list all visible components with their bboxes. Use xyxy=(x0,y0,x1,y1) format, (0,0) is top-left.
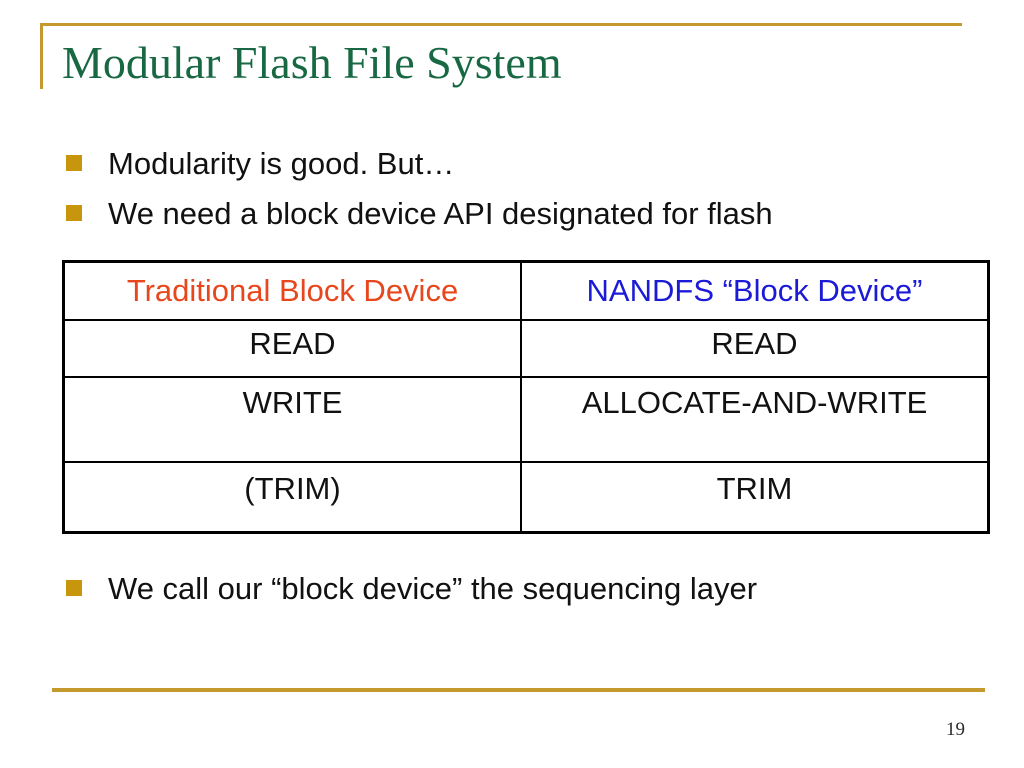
table-cell: READ xyxy=(520,319,990,378)
table-header-traditional: Traditional Block Device xyxy=(62,260,522,321)
square-bullet-icon xyxy=(66,205,82,221)
table-row: WRITE ALLOCATE-AND-WRITE xyxy=(62,376,990,463)
table-header-row: Traditional Block Device NANDFS “Block D… xyxy=(62,260,990,321)
slide-title: Modular Flash File System xyxy=(62,37,562,88)
square-bullet-icon xyxy=(66,580,82,596)
table-cell: READ xyxy=(62,319,522,378)
top-bullet-list: Modularity is good. But… We need a block… xyxy=(66,144,976,244)
bullet-text: Modularity is good. But… xyxy=(108,146,455,181)
page-number: 19 xyxy=(946,719,965,740)
block-device-comparison-table: Traditional Block Device NANDFS “Block D… xyxy=(62,260,990,534)
table-cell: (TRIM) xyxy=(62,461,522,534)
bullet-text: We need a block device API designated fo… xyxy=(108,196,773,231)
list-item: Modularity is good. But… xyxy=(66,144,976,183)
table-header-nandfs: NANDFS “Block Device” xyxy=(520,260,990,321)
bottom-bullet-list: We call our “block device” the sequencin… xyxy=(66,569,976,619)
bullet-text: We call our “block device” the sequencin… xyxy=(108,571,758,606)
square-bullet-icon xyxy=(66,155,82,171)
list-item: We need a block device API designated fo… xyxy=(66,194,976,233)
title-accent-vertical-line xyxy=(40,23,43,89)
table-cell: TRIM xyxy=(520,461,990,534)
footer-accent-line xyxy=(52,688,985,692)
top-accent-line xyxy=(42,23,962,26)
list-item: We call our “block device” the sequencin… xyxy=(66,569,976,608)
table-cell: WRITE xyxy=(62,376,522,463)
table-row: (TRIM) TRIM xyxy=(62,461,990,534)
table-row: READ READ xyxy=(62,319,990,378)
table-cell: ALLOCATE-AND-WRITE xyxy=(520,376,990,463)
